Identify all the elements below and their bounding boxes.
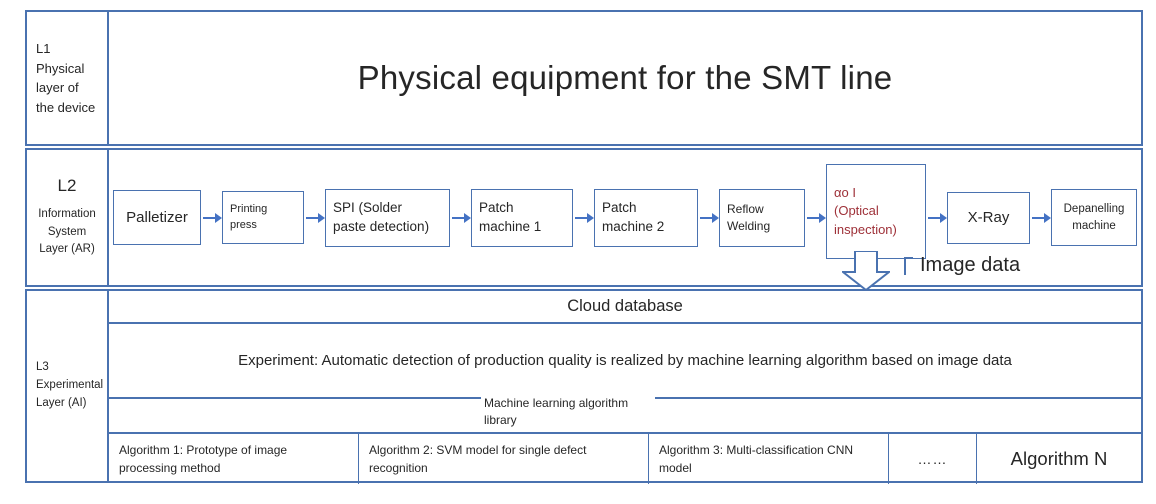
image-data-label-group: Image data xyxy=(904,254,1020,277)
machine-box-optical-inspection: αo I (Optical inspection) xyxy=(826,164,926,259)
l2-side-sub-label: Information System Layer (AR) xyxy=(38,207,96,256)
algorithm-2-cell: Algorithm 2: SVM model for single defect… xyxy=(359,434,649,484)
machine-box-patch-machine-1: Patch machine 1 xyxy=(471,188,573,247)
machine-box-patch-machine-2: Patch machine 2 xyxy=(594,188,698,247)
l3-content: Cloud database Experiment: Automatic det… xyxy=(109,291,1141,484)
cloud-database-band: Cloud database xyxy=(109,291,1141,324)
algorithm-1-cell: Algorithm 1: Prototype of image processi… xyxy=(109,434,359,484)
layer-l1-physical: L1 Physical layer of the device Physical… xyxy=(25,10,1143,146)
machine-box-depanelling: Depanelling machine xyxy=(1051,189,1137,246)
machine-box-palletizer: Palletizer xyxy=(113,190,201,245)
arrow-right-icon xyxy=(575,212,594,223)
experiment-band: Experiment: Automatic detection of produ… xyxy=(109,324,1141,399)
image-data-label: Image data xyxy=(920,254,1021,276)
l3-side-label-cell: L3 Experimental Layer (AI) xyxy=(27,291,109,481)
machine-box-printing-press: Printing press xyxy=(222,191,304,244)
layer-l2-information-system: L2 Information System Layer (AR) Palleti… xyxy=(25,148,1143,291)
l1-content: Physical equipment for the SMT line xyxy=(109,12,1141,144)
algorithm-ellipsis-cell: …… xyxy=(889,434,977,484)
l2-side-label-cell: L2 Information System Layer (AR) xyxy=(27,150,109,285)
arrow-right-icon xyxy=(452,212,471,223)
arrow-right-icon xyxy=(1032,212,1051,223)
l1-side-label-cell: L1 Physical layer of the device xyxy=(27,12,109,144)
layer-l3-experimental: L3 Experimental Layer (AI) Cloud databas… xyxy=(25,289,1143,484)
arrow-right-icon xyxy=(700,212,719,223)
algorithms-row: Algorithm 1: Prototype of image processi… xyxy=(109,434,1141,484)
l1-title: Physical equipment for the SMT line xyxy=(357,59,893,96)
arrow-right-icon xyxy=(306,212,325,223)
bracket-icon xyxy=(904,256,913,275)
l2-side-heading: L2 xyxy=(57,175,77,195)
image-data-down-arrow-icon xyxy=(842,251,890,291)
l2-machine-flow: Palletizer Printing press SPI (Solder pa… xyxy=(109,150,1141,291)
algorithm-library-band: Machine learning algorithm library xyxy=(109,395,1141,434)
l3-side-label: L3 Experimental Layer (AI) xyxy=(36,361,104,409)
arrow-right-icon xyxy=(203,212,222,223)
algorithm-3-cell: Algorithm 3: Multi-classification CNN mo… xyxy=(649,434,889,484)
machine-box-reflow-welding: Reflow Welding xyxy=(719,188,805,247)
l1-side-label: L1 Physical layer of the device xyxy=(36,41,96,115)
algorithm-n-cell: Algorithm N xyxy=(1010,448,1108,470)
algorithm-library-label: Machine learning algorithm library xyxy=(481,395,655,430)
arrow-right-icon xyxy=(928,212,947,223)
machine-box-xray: X-Ray xyxy=(947,191,1030,244)
machine-box-spi: SPI (Solder paste detection) xyxy=(325,188,450,247)
arrow-right-icon xyxy=(807,212,826,223)
